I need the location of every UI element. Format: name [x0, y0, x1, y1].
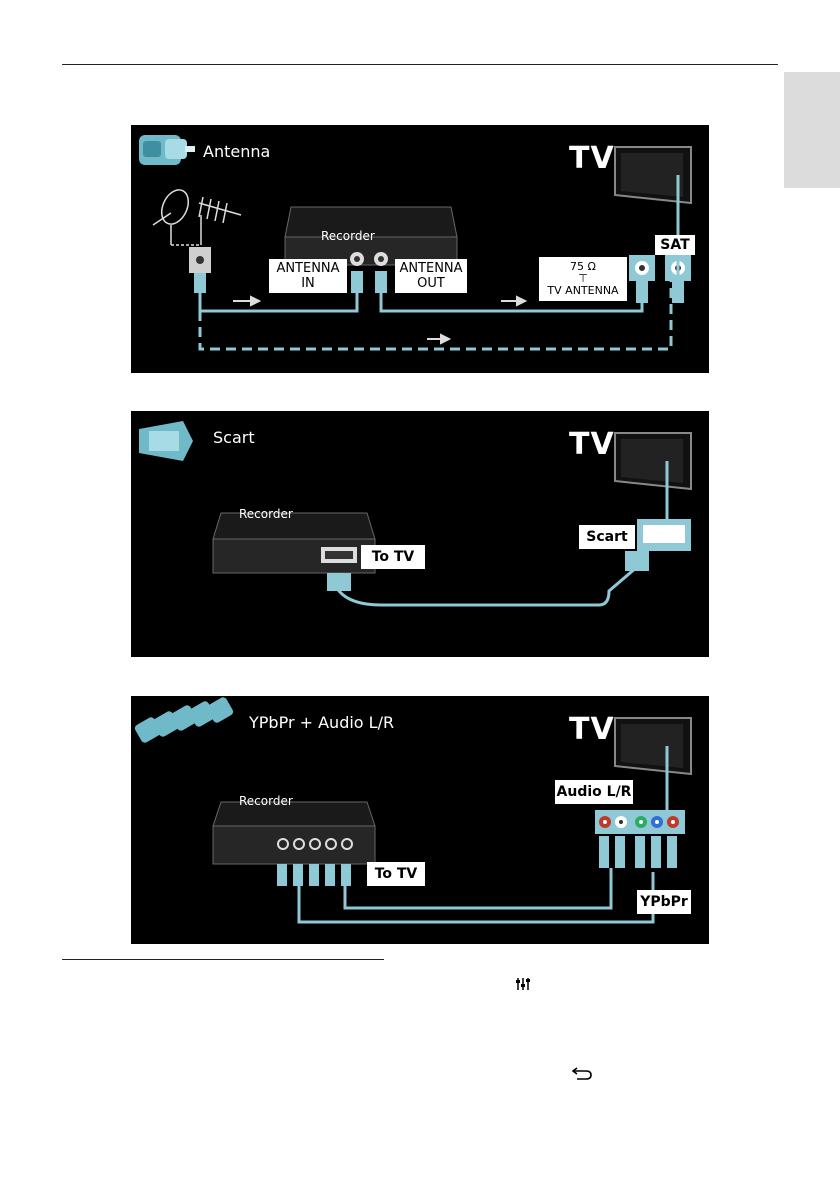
- tv-screen-icon: [615, 147, 691, 203]
- panel-title: YPbPr + Audio L/R: [249, 714, 394, 732]
- back-arrow-icon: [571, 1066, 593, 1080]
- sliders-icon: [516, 977, 530, 991]
- top-divider: [62, 64, 778, 65]
- antenna-in-label: ANTENNA IN: [269, 259, 347, 293]
- satellite-dish-icon: [153, 186, 193, 245]
- antenna-plug-icon: [139, 135, 195, 165]
- recorder-label: Recorder: [321, 229, 375, 243]
- antenna-diagram: Antenna TV Recorder ANTENNA IN ANTENNA O…: [131, 125, 709, 373]
- tv-label: TV: [569, 714, 615, 746]
- scart-diagram: Scart TV Recorder To TV Scart: [131, 411, 709, 657]
- ypbpr-diagram: YPbPr + Audio L/R TV Recorder To TV Audi…: [131, 696, 709, 944]
- panel-title: Scart: [213, 429, 255, 447]
- tv-label: TV: [569, 143, 615, 175]
- audio-lr-label: Audio L/R: [555, 780, 633, 804]
- sat-label: SAT: [655, 235, 695, 255]
- to-tv-label: To TV: [361, 545, 425, 569]
- recorder-device: [213, 513, 375, 573]
- ypbpr-port-label: YPbPr: [637, 890, 691, 914]
- recorder-label: Recorder: [239, 507, 293, 521]
- scart-plug-icon: [139, 421, 193, 461]
- to-tv-label: To TV: [367, 862, 425, 886]
- component-cables-icon: [133, 696, 234, 744]
- scart-port-label: Scart: [579, 525, 635, 549]
- tv-antenna-label: 75 Ω ⊤ TV ANTENNA: [539, 257, 627, 301]
- bottom-divider: [62, 959, 384, 960]
- tv-screen-icon: [615, 433, 691, 489]
- tv-screen-icon: [615, 718, 691, 774]
- recorder-label: Recorder: [239, 794, 293, 808]
- recorder-device: [213, 802, 375, 864]
- antenna-out-label: ANTENNA OUT: [395, 259, 467, 293]
- side-section-tab: [784, 72, 840, 188]
- tv-aerial-icon: [171, 197, 241, 245]
- panel-title: Antenna: [203, 143, 270, 161]
- tv-label: TV: [569, 429, 615, 461]
